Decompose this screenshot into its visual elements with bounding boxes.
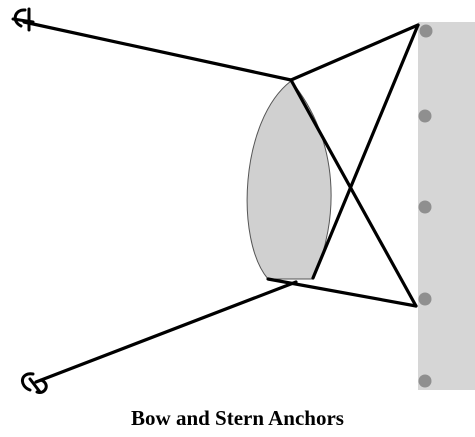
dock-post — [418, 292, 432, 306]
anchor-icon — [11, 7, 35, 32]
dock-post — [418, 200, 432, 214]
bow-anchor-line — [22, 20, 293, 82]
bow-spring-line — [289, 78, 418, 308]
stern-anchor-line — [34, 280, 298, 384]
dock-post — [419, 24, 433, 38]
anchor-icon — [21, 372, 48, 394]
stern-spring-line — [311, 23, 420, 280]
dock-post — [418, 374, 432, 388]
bow-breast-line — [289, 23, 420, 82]
boat-hull — [246, 80, 332, 280]
diagram-caption: Bow and Stern Anchors — [131, 406, 344, 430]
dock-posts — [418, 24, 433, 388]
stern-breast-line — [266, 277, 418, 308]
dock-post — [418, 109, 432, 123]
